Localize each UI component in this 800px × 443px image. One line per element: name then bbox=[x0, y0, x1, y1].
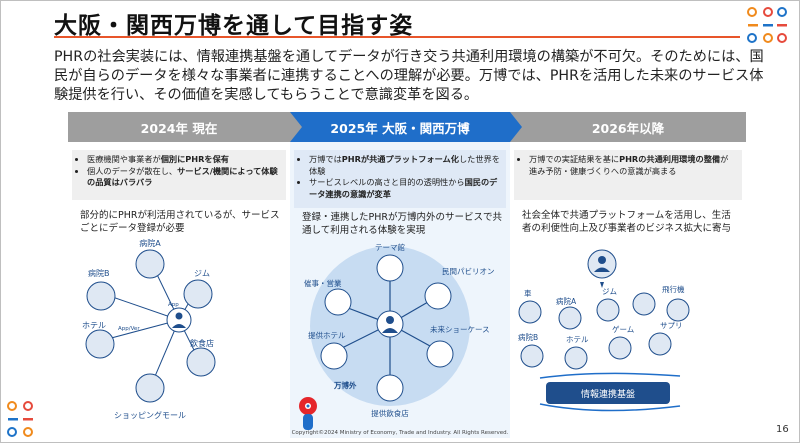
column-2025: 万博ではPHRが共通プラットフォーム化した世界を体験 サービスレベルの高さと目的… bbox=[290, 142, 510, 438]
column-header-label: 2026年以降 bbox=[591, 120, 665, 136]
platform-bar bbox=[546, 382, 670, 404]
column-2026: 万博での実証結果を基にPHRの共通利用環境の整備が進み予防・健康づくりへの意識が… bbox=[510, 142, 746, 438]
title-underline bbox=[54, 36, 740, 38]
bullet-box: 医療機関や事業者が個別にPHRを保有 個人のデータが散在し、サービス/機関によっ… bbox=[72, 150, 286, 200]
cycle-arrow-icon bbox=[539, 372, 681, 379]
label-game: ゲーム bbox=[612, 325, 634, 334]
label-hospital-b: 病院B bbox=[88, 268, 110, 278]
label-hotel: 提供ホテル bbox=[308, 330, 346, 340]
label-hotel: ホテル bbox=[566, 335, 589, 344]
label-future: 未来ショーケース bbox=[430, 324, 490, 334]
slide-title: 大阪・関西万博を通して目指す姿 bbox=[54, 13, 414, 39]
bullet-item: サービスレベルの高さと目的の透明性から国民のデータ連携の意識が変革 bbox=[309, 177, 500, 200]
cycle-arrow-icon bbox=[539, 403, 681, 412]
label-hospital-b: 病院B bbox=[518, 332, 538, 342]
label-supplement: サプリ bbox=[660, 321, 683, 330]
scattered-services-illustration: 病院A 病院B ジム ホテル 飲食店 ショッピングモール App App/Ver bbox=[82, 238, 216, 420]
label-food-sales: 催事・営業 bbox=[304, 278, 342, 288]
bullet-item: 医療機関や事業者が個別にPHRを保有 bbox=[87, 154, 280, 166]
intro-text: PHRの社会実装には、情報連携基盤を通してデータが行き交う共通利用環境の構築が不… bbox=[54, 49, 764, 103]
label-gym: ジム bbox=[194, 269, 210, 278]
decorative-dots-icon bbox=[747, 7, 787, 43]
column-caption: 社会全体で共通プラットフォームを活用し、生活者の利便性向上及び事業者のビジネス拡… bbox=[522, 210, 732, 234]
copyright-footer: Copyright©2024 Ministry of Economy, Trad… bbox=[291, 430, 509, 436]
label-hotel: ホテル bbox=[82, 321, 106, 330]
page-number: 16 bbox=[776, 424, 789, 435]
label-hospital-a: 病院A bbox=[556, 296, 577, 306]
label-car: 車 bbox=[524, 288, 532, 298]
column-header-label: 2025年 大阪・関西万博 bbox=[330, 120, 470, 136]
bullet-item: 個人のデータが散在し、サービス/機関によって体験の品質はバラバラ bbox=[87, 166, 280, 189]
bullet-item: 万博での実証結果を基にPHRの共通利用環境の整備が進み予防・健康づくりへの意識が… bbox=[529, 154, 736, 177]
label-airplane: 飛行機 bbox=[662, 284, 685, 294]
decorative-dots-icon bbox=[7, 401, 33, 437]
column-caption: 登録・連携したPHRが万博内外のサービスで共通して利用される体験を実現 bbox=[302, 212, 502, 236]
label-gym: ジム bbox=[602, 287, 617, 296]
mascot-icon bbox=[299, 397, 317, 430]
label-app: App bbox=[168, 302, 179, 308]
chevron-right-icon bbox=[510, 112, 522, 142]
label-platform: 情報連携基盤 bbox=[581, 388, 635, 400]
chevron-right-icon bbox=[290, 112, 302, 142]
label-outside: 万博外 bbox=[333, 380, 357, 390]
column-header-2024: 2024年 現在 bbox=[68, 112, 302, 142]
label-restaurant: 飲食店 bbox=[190, 338, 214, 348]
column-header-2026: 2026年以降 bbox=[510, 112, 746, 142]
label-restaurant: 提供飲食店 bbox=[371, 408, 409, 418]
bullet-box: 万博での実証結果を基にPHRの共通利用環境の整備が進み予防・健康づくりへの意識が… bbox=[514, 150, 742, 200]
column-header-label: 2024年 現在 bbox=[140, 120, 218, 136]
bullet-item: 万博ではPHRが共通プラットフォーム化した世界を体験 bbox=[309, 154, 500, 177]
platform-society-illustration: 車 病院A ジム 飛行機 病院B ホテル ゲーム サプリ 情報連携基盤 bbox=[518, 249, 690, 412]
column-header-2025: 2025年 大阪・関西万博 bbox=[290, 112, 522, 142]
label-app-ver: App/Ver bbox=[118, 326, 140, 332]
column-2024: 医療機関や事業者が個別にPHRを保有 個人のデータが散在し、サービス/機関によっ… bbox=[68, 142, 290, 438]
label-shopping: ショッピングモール bbox=[114, 410, 186, 420]
label-private: 民間パビリオン bbox=[442, 267, 495, 276]
bullet-box: 万博ではPHRが共通プラットフォーム化した世界を体験 サービスレベルの高さと目的… bbox=[294, 150, 506, 208]
column-caption: 部分的にPHRが利活用されているが、サービスごとにデータ登録が必要 bbox=[80, 210, 280, 234]
label-hospital-a: 病院A bbox=[139, 238, 161, 248]
shared-platform-illustration: テーマ館 催事・営業 民間パビリオン 提供ホテル 未来ショーケース 万博外 提供… bbox=[299, 242, 495, 430]
label-theme: テーマ館 bbox=[375, 242, 405, 252]
